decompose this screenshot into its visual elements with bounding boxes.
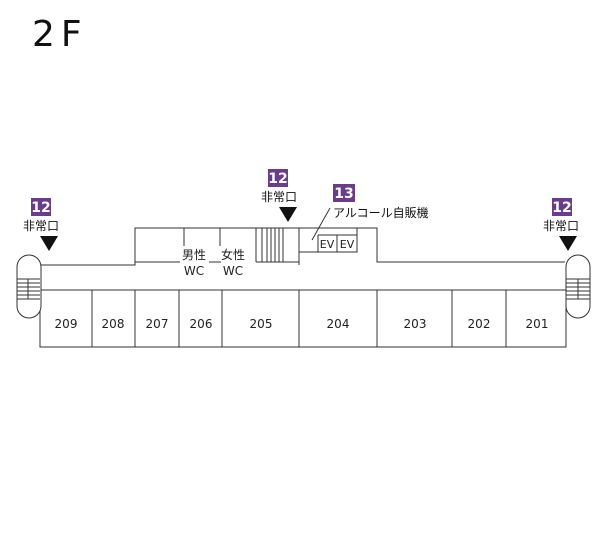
emergency-exit-right: 12 非常口: [543, 198, 579, 251]
exit-label-center: 非常口: [261, 190, 297, 204]
exit-badge-center: [268, 169, 288, 187]
room-205: 205: [250, 317, 273, 331]
triangle-down-icon: [40, 236, 58, 251]
room-206: 206: [190, 317, 213, 331]
exit-badge-left: [31, 198, 51, 216]
elevator-1: EV: [320, 238, 335, 251]
vending-pointer-line: [312, 208, 330, 240]
room-204: 204: [327, 317, 350, 331]
room-208: 208: [102, 317, 125, 331]
room-207: 207: [146, 317, 169, 331]
womens-restroom-wc: WC: [223, 264, 243, 278]
triangle-down-icon: [279, 207, 297, 222]
emergency-exit-left: 12 非常口: [23, 198, 59, 251]
elevator-2: EV: [340, 238, 355, 251]
triangle-down-icon: [559, 236, 577, 251]
left-stair: [17, 255, 41, 318]
mens-restroom-label: 男性: [182, 248, 206, 262]
floor-title: 2F: [32, 14, 88, 55]
svg-text:12: 12: [552, 200, 571, 216]
corridor-outline: [40, 228, 566, 347]
room-209: 209: [55, 317, 78, 331]
vending-badge: [333, 184, 355, 202]
right-stair: [566, 255, 590, 318]
room-202: 202: [468, 317, 491, 331]
exit-label-left: 非常口: [23, 219, 59, 233]
exit-badge-right: [552, 198, 572, 216]
svg-text:13: 13: [334, 186, 353, 202]
mens-restroom-wc: WC: [184, 264, 204, 278]
room-203: 203: [404, 317, 427, 331]
vending-machine-marker: 13 アルコール自販機: [333, 184, 429, 220]
svg-text:12: 12: [268, 171, 287, 187]
exit-label-right: 非常口: [543, 219, 579, 233]
room-201: 201: [526, 317, 549, 331]
svg-text:12: 12: [31, 200, 50, 216]
emergency-exit-center: 12 非常口: [261, 169, 297, 222]
vending-machine-label: アルコール自販機: [333, 205, 429, 220]
central-staircase: [256, 228, 299, 262]
womens-restroom-label: 女性: [221, 247, 245, 262]
